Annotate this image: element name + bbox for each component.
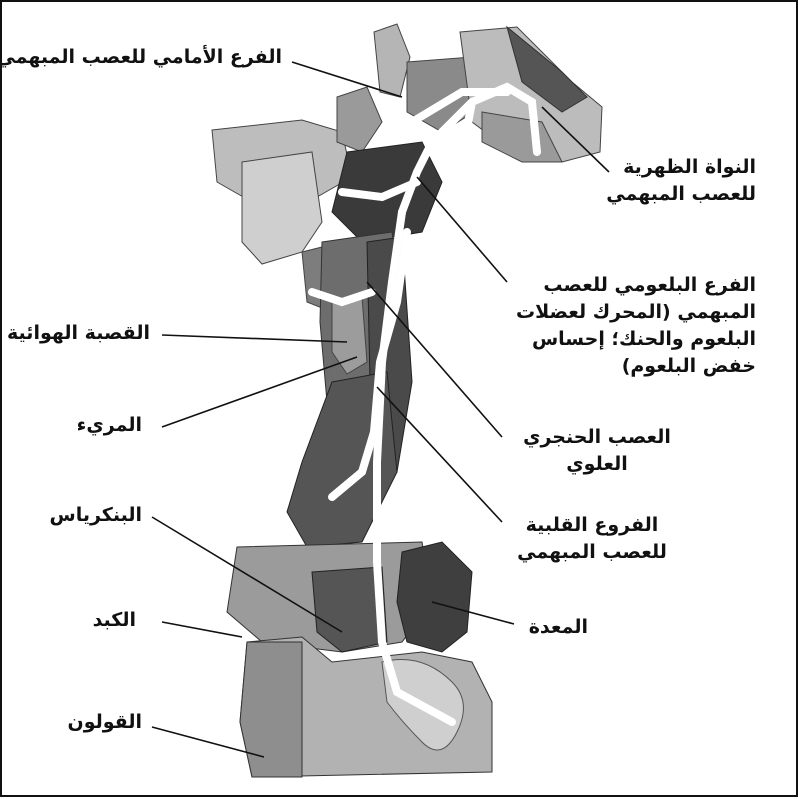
label-anterior-branch: الفرع الأمامي للعصب المبهمي	[0, 44, 282, 71]
label-pharyngeal-branch-line-3: البلعوم والحنك؛ إحساس	[516, 326, 756, 353]
label-pharyngeal-branch-line-4: خفض البلعوم)	[516, 353, 756, 380]
label-colon: القولون	[68, 709, 143, 736]
label-pharyngeal-branch: الفرع البلعومي للعصب المبهمي (المحرك لعض…	[516, 272, 756, 380]
leader-pharyngeal-branch	[417, 177, 507, 282]
label-pharyngeal-branch-line-2: المبهمي (المحرك لعضلات	[516, 299, 756, 326]
label-dorsal-nucleus-line-1: النواة الظهرية	[606, 154, 756, 181]
label-liver: الكبد	[93, 607, 136, 634]
label-superior-laryngeal-line-1: العصب الحنجري	[507, 424, 687, 451]
label-cardiac-branches-line-2: للعصب المبهمي	[497, 539, 687, 566]
label-dorsal-nucleus: النواة الظهرية للعصب المبهمي	[606, 154, 756, 208]
leader-liver	[162, 622, 242, 637]
label-pharyngeal-branch-line-1: الفرع البلعومي للعصب	[516, 272, 756, 299]
label-esophagus: المريء	[77, 412, 142, 439]
label-cardiac-branches-line-1: الفروع القلبية	[497, 512, 687, 539]
label-dorsal-nucleus-line-2: للعصب المبهمي	[606, 181, 756, 208]
leader-trachea	[162, 335, 347, 342]
label-superior-laryngeal: العصب الحنجري العلوي	[507, 424, 687, 478]
label-stomach: المعدة	[529, 614, 588, 641]
label-trachea: القصبة الهوائية	[7, 320, 150, 347]
label-cardiac-branches: الفروع القلبية للعصب المبهمي	[497, 512, 687, 566]
abdomen-region	[227, 542, 492, 777]
label-superior-laryngeal-line-2: العلوي	[507, 451, 687, 478]
label-pancreas: البنكرياس	[49, 502, 142, 529]
